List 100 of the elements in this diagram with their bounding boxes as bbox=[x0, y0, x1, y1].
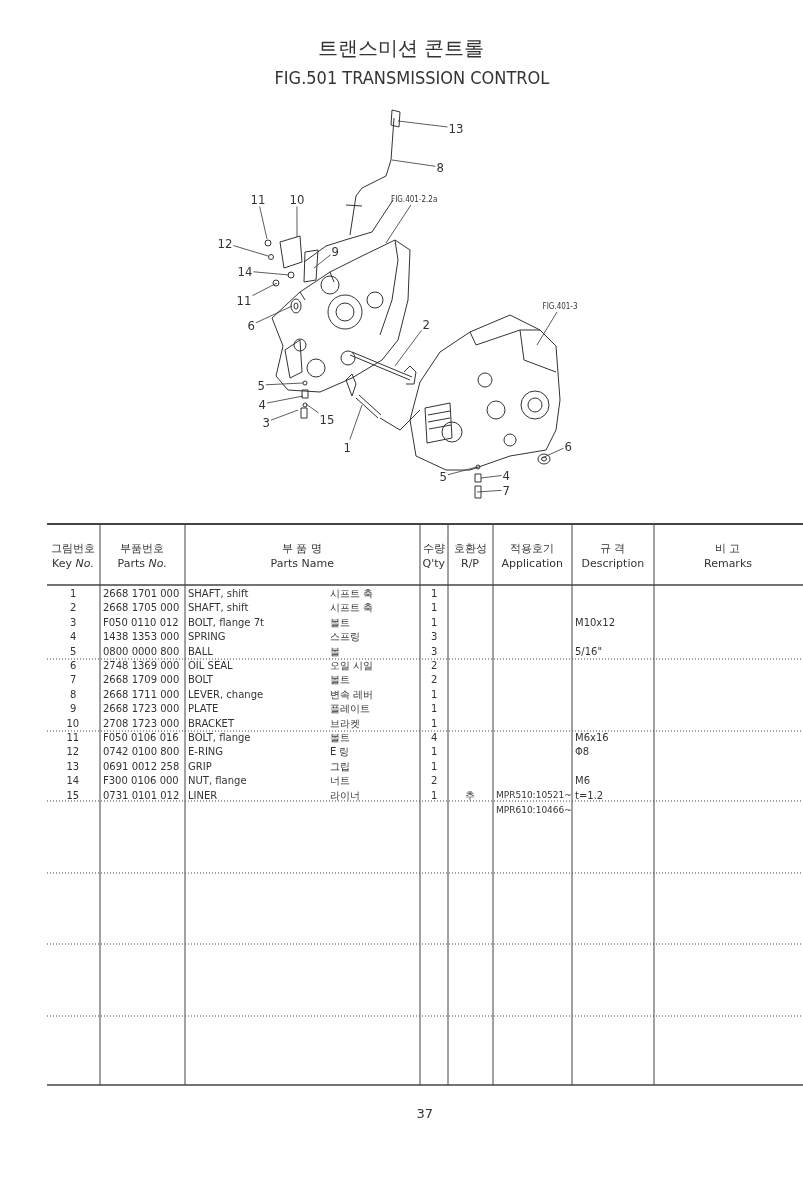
transmission-case-drawing bbox=[409, 314, 561, 499]
table-cell: M6x16 bbox=[575, 733, 609, 743]
table-cell: Φ8 bbox=[575, 747, 590, 758]
page-number: 37 bbox=[416, 1106, 434, 1120]
table-cell: 볼 bbox=[330, 646, 340, 657]
table-cell: 2708 1723 000 bbox=[103, 718, 180, 729]
table-cell: 4 bbox=[70, 632, 77, 643]
callout-number: 4 bbox=[502, 468, 510, 482]
table-cell: 0691 0012 258 bbox=[103, 761, 180, 772]
table-cell: 그립 bbox=[330, 761, 350, 772]
callout-number: 5 bbox=[439, 469, 447, 483]
leader-line bbox=[536, 311, 558, 346]
table-cell: 1 bbox=[431, 617, 438, 628]
column-header: 적용호기 bbox=[510, 542, 554, 554]
column-header: Description bbox=[581, 557, 645, 569]
table-cell: F050 0110 012 bbox=[103, 617, 179, 628]
column-header: Remarks bbox=[704, 557, 752, 569]
figure-reference: FIG.401-2.2a bbox=[391, 196, 438, 204]
table-cell: SHAFT, shift bbox=[188, 603, 249, 614]
leader-line bbox=[255, 305, 293, 324]
callout-number: 15 bbox=[319, 412, 335, 426]
table-cell: BRACKET bbox=[188, 718, 235, 729]
table-cell: 1 bbox=[431, 689, 438, 700]
table-cell: GRIP bbox=[188, 761, 212, 772]
table-cell: NUT, flange bbox=[188, 776, 247, 787]
table-cell: 5 bbox=[70, 646, 77, 657]
table-cell: 2 bbox=[431, 661, 438, 671]
leader-line bbox=[480, 475, 502, 479]
leader-line bbox=[265, 382, 304, 386]
callout-number: 6 bbox=[564, 439, 572, 453]
figure-reference: FIG.401-3 bbox=[542, 303, 578, 311]
table-cell: 1 bbox=[431, 761, 438, 772]
callout-number: 2 bbox=[422, 317, 430, 331]
leader-line bbox=[233, 245, 269, 257]
table-cell: BALL bbox=[188, 646, 213, 657]
column-header: 부 품 명 bbox=[282, 542, 322, 554]
leader-line bbox=[447, 466, 478, 476]
table-cell: 1 bbox=[431, 589, 438, 599]
table-cell: 1 bbox=[431, 718, 438, 729]
column-header: 비 고 bbox=[715, 542, 741, 554]
table-cell: 2 bbox=[431, 776, 438, 787]
table-cell: LINER bbox=[188, 790, 218, 801]
table-cell: 2668 1723 000 bbox=[103, 704, 180, 715]
callout-number: 14 bbox=[237, 264, 253, 278]
table-cell: PLATE bbox=[188, 704, 219, 715]
column-header: 그림번호 bbox=[51, 542, 95, 554]
callout-number: 11 bbox=[236, 293, 252, 307]
table-cell: 3 bbox=[431, 646, 438, 657]
table-cell: 4 bbox=[431, 733, 438, 743]
leader-line bbox=[296, 206, 298, 238]
table-cell: 9 bbox=[70, 704, 77, 715]
table-cell: F050 0106 016 bbox=[103, 733, 179, 743]
callout-number: 5 bbox=[257, 378, 265, 392]
leader-line bbox=[266, 395, 304, 404]
table-cell: 1 bbox=[431, 747, 438, 758]
table-cell: F300 0106 000 bbox=[103, 776, 179, 787]
callout-number: 3 bbox=[262, 415, 270, 429]
table-cell: 2 bbox=[431, 675, 438, 686]
column-header: Parts No. bbox=[117, 557, 167, 569]
table-cell: 3 bbox=[431, 632, 438, 643]
callout-number: 1 bbox=[343, 440, 351, 454]
title: 트랜스미션 콘트롤 bbox=[318, 38, 485, 58]
table-cell: 2668 1709 000 bbox=[103, 675, 180, 686]
leader-line bbox=[305, 403, 319, 414]
callout-number: 8 bbox=[436, 160, 444, 174]
table-cell: 2748 1369 000 bbox=[103, 661, 180, 671]
table-cell: BOLT, flange bbox=[188, 733, 251, 743]
leader-line bbox=[476, 489, 502, 493]
table-cell: OIL SEAL bbox=[188, 661, 233, 671]
table-cell: 1 bbox=[431, 603, 438, 614]
table-cell: 2668 1705 000 bbox=[103, 603, 180, 614]
table-cell: 14 bbox=[66, 776, 80, 787]
table-cell: MPR610:10466~ bbox=[496, 805, 572, 815]
table-cell: 15 bbox=[66, 790, 80, 801]
table-cell: 0800 0000 800 bbox=[103, 646, 180, 657]
table-cell: 시프트 축 bbox=[330, 589, 374, 599]
leader-line bbox=[270, 409, 299, 421]
table-cell: M6 bbox=[575, 776, 590, 787]
table-cell: 0742 0100 800 bbox=[103, 747, 180, 758]
table-cell: 0731 0101 012 bbox=[103, 790, 180, 801]
table-cell: 브라켓 bbox=[330, 718, 360, 729]
leader-line bbox=[349, 404, 363, 440]
callout-number: 7 bbox=[502, 483, 510, 497]
column-header: 규 격 bbox=[600, 542, 626, 554]
callout-number: 13 bbox=[448, 121, 464, 135]
leader-line bbox=[397, 120, 448, 128]
table-cell: 플레이트 bbox=[330, 704, 370, 715]
column-header: Key No. bbox=[52, 557, 94, 569]
table-cell: MPR510:10521~ bbox=[496, 791, 572, 801]
table-cell: 라이너 bbox=[330, 790, 360, 801]
table-cell: 볼트 bbox=[330, 675, 350, 686]
table-cell: E 링 bbox=[330, 747, 350, 758]
table-cell: 변속 레버 bbox=[330, 689, 374, 700]
table-cell: 너트 bbox=[330, 776, 350, 787]
leader-line bbox=[394, 329, 422, 367]
leader-line bbox=[541, 447, 564, 459]
table-cell: BOLT bbox=[188, 675, 213, 686]
column-header: R/P bbox=[461, 557, 479, 569]
column-header: 부품번호 bbox=[120, 542, 164, 554]
table-cell: 7 bbox=[70, 675, 77, 686]
